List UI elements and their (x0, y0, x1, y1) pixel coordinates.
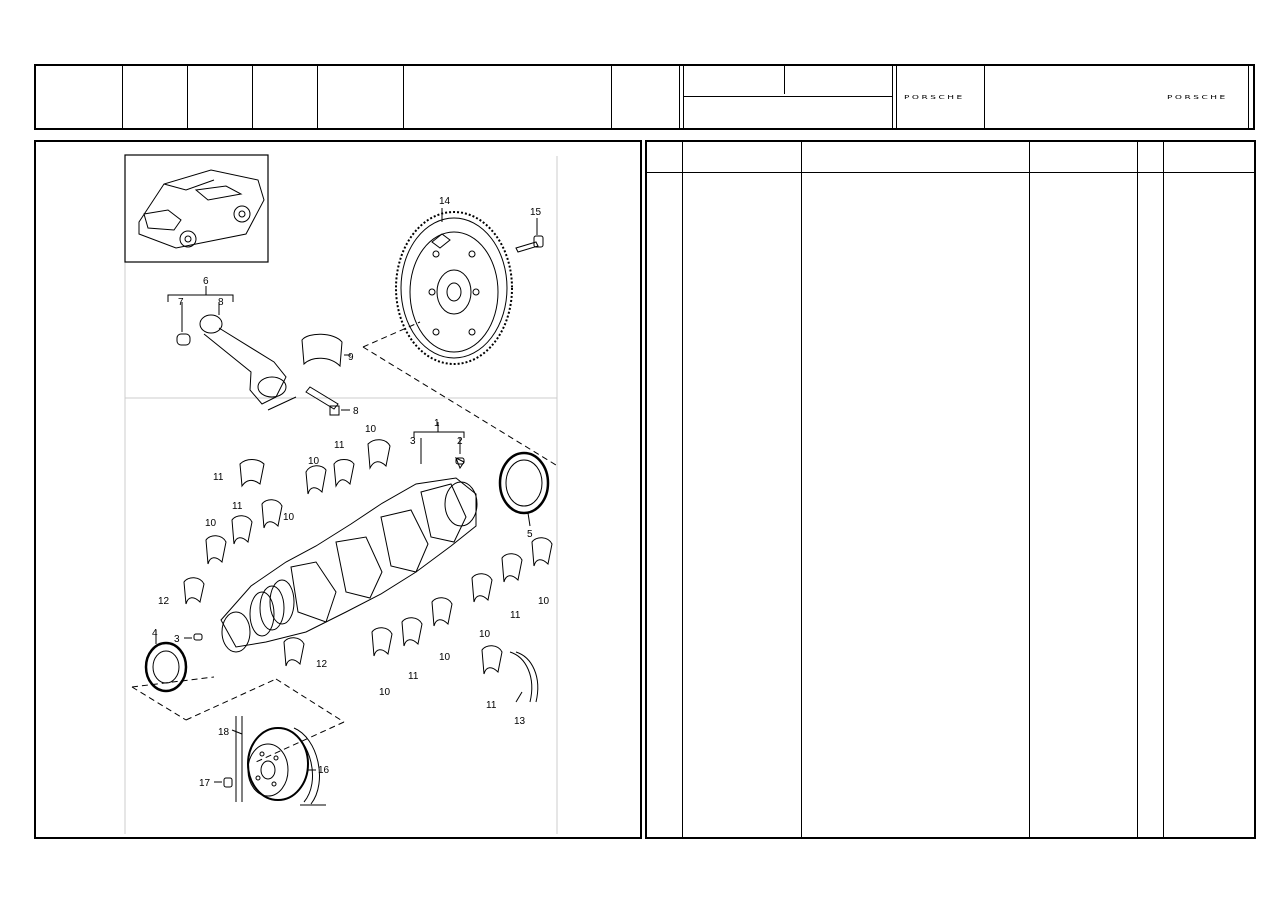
header-divider (1248, 66, 1249, 128)
callout-label: 17 (199, 778, 211, 789)
flywheel-bolt (515, 218, 544, 253)
header-divider (679, 66, 680, 128)
callout-label: 12 (316, 659, 328, 670)
porsche-logo-left: PORSCHE (904, 95, 965, 101)
callout-label: 12 (158, 596, 170, 607)
callout-label: 18 (218, 727, 230, 738)
bearing-shell (301, 333, 351, 368)
parts-list-table (645, 140, 1256, 839)
header-divider (784, 66, 785, 94)
callout-label: 11 (232, 501, 243, 512)
pulley-bolt (214, 777, 233, 788)
callout-label: 15 (530, 207, 542, 218)
callout-label: 11 (334, 440, 345, 451)
flywheel (395, 208, 513, 365)
assembly-leader-lines (131, 321, 557, 763)
header-divider (122, 66, 123, 128)
belt-leader (231, 729, 243, 735)
table-column-divider (1163, 142, 1164, 837)
callout-label: 13 (514, 716, 526, 727)
callout-label: 8 (353, 406, 359, 417)
rod-bolt (305, 386, 350, 416)
crankshaft (220, 477, 478, 653)
callout-label: 3 (174, 634, 180, 645)
header-divider (317, 66, 318, 128)
table-column-divider (1137, 142, 1138, 837)
callout-label: 6 (203, 276, 209, 287)
callout-label: 4 (152, 628, 158, 639)
thrust-washers (509, 651, 539, 703)
table-column-divider (1029, 142, 1030, 837)
crankshaft-bracket (413, 422, 465, 470)
woodruff-key (455, 457, 465, 465)
header-divider (684, 96, 892, 97)
connecting-rod (167, 286, 297, 411)
header-divider (683, 66, 684, 128)
title-block-header: PORSCHE PORSCHE (34, 64, 1255, 130)
callout-label: 9 (348, 352, 354, 363)
callout-label: 1 (434, 418, 440, 429)
callout-label: 3 (410, 436, 416, 447)
callout-label: 14 (439, 196, 451, 207)
exploded-view-panel: 6 7 8 9 8 14 15 1 3 2 5 10 11 10 11 11 1… (34, 140, 642, 839)
callout-label: 11 (486, 700, 497, 711)
header-divider (403, 66, 404, 128)
porsche-logo-right: PORSCHE (1167, 95, 1228, 101)
callout-label: 10 (308, 456, 320, 467)
callout-label: 11 (510, 610, 521, 621)
callout-label: 5 (527, 529, 533, 540)
callout-label: 10 (365, 424, 377, 435)
callout-label: 11 (213, 472, 224, 483)
table-column-divider (801, 142, 802, 837)
callout-label: 10 (205, 518, 217, 529)
front-seal (144, 630, 188, 693)
header-divider (611, 66, 612, 128)
callout-label: 10 (283, 512, 295, 523)
callout-label: 11 (408, 671, 419, 682)
header-divider (892, 66, 893, 128)
callout-label: 16 (318, 765, 330, 776)
callout-label: 7 (178, 297, 184, 308)
callout-label: 10 (538, 596, 550, 607)
header-divider (187, 66, 188, 128)
callout-label: 8 (218, 297, 224, 308)
crankshaft-exploded-diagram: 6 7 8 9 8 14 15 1 3 2 5 10 11 10 11 11 1… (124, 154, 558, 834)
header-divider (896, 66, 897, 128)
vehicle-thumbnail (124, 154, 269, 263)
callout-label: 10 (439, 652, 451, 663)
header-divider (984, 66, 985, 128)
header-divider (252, 66, 253, 128)
callout-label: 10 (379, 687, 391, 698)
callout-label: 2 (457, 436, 463, 447)
woodruff-key (193, 633, 203, 641)
main-bearing-shells (183, 439, 553, 675)
rear-seal (498, 451, 550, 527)
table-header-divider (647, 172, 1254, 173)
belt-pulley (235, 716, 326, 806)
table-column-divider (682, 142, 683, 837)
callout-label: 10 (479, 629, 491, 640)
